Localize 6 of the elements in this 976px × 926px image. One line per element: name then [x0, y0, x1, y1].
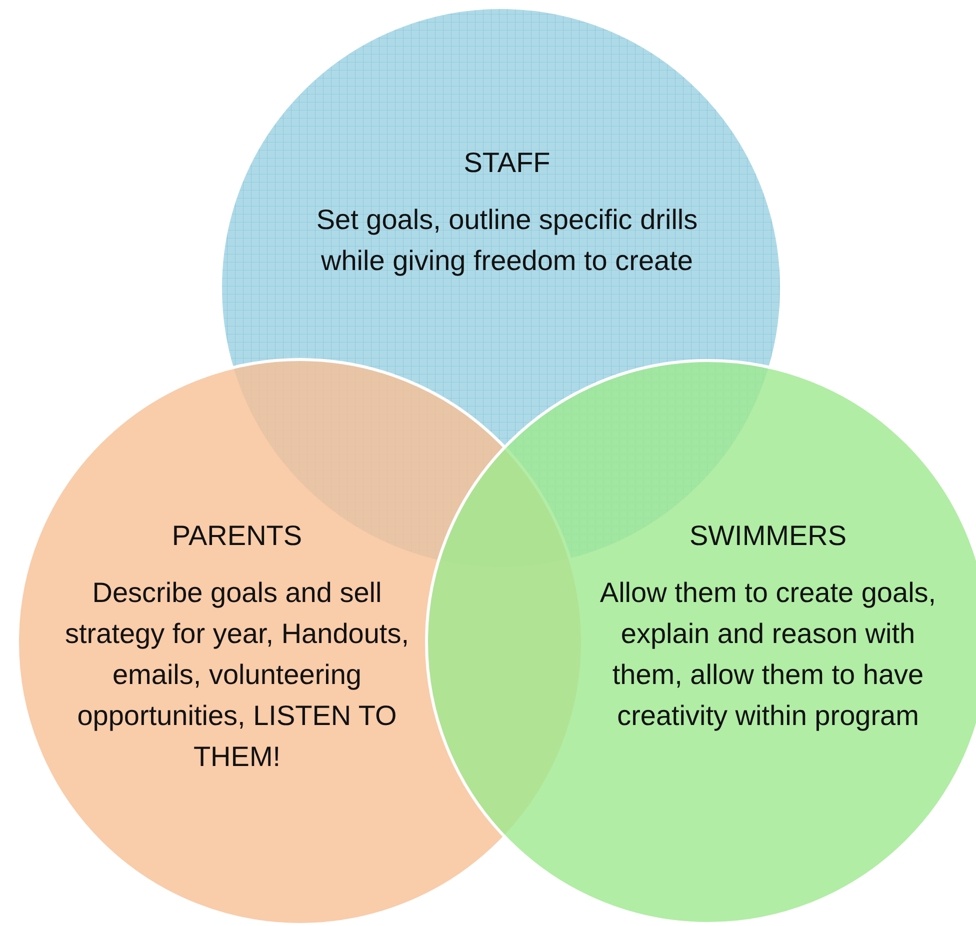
circle-text: Describe goals and sell strategy for year, Handouts, emails, volunteering opportunities, LISTEN TO THEM! — [64, 576, 410, 774]
circle-heading: SWIMMERS — [688, 519, 848, 553]
circle-text: Allow them to create goals, explain and reason with them, allow them to have creativity within program — [598, 576, 938, 733]
circle-text: Set goals, outline specific drills while giving freedom to create — [315, 203, 699, 278]
circle-heading: STAFF — [462, 146, 552, 180]
circle-heading: PARENTS — [170, 519, 304, 553]
